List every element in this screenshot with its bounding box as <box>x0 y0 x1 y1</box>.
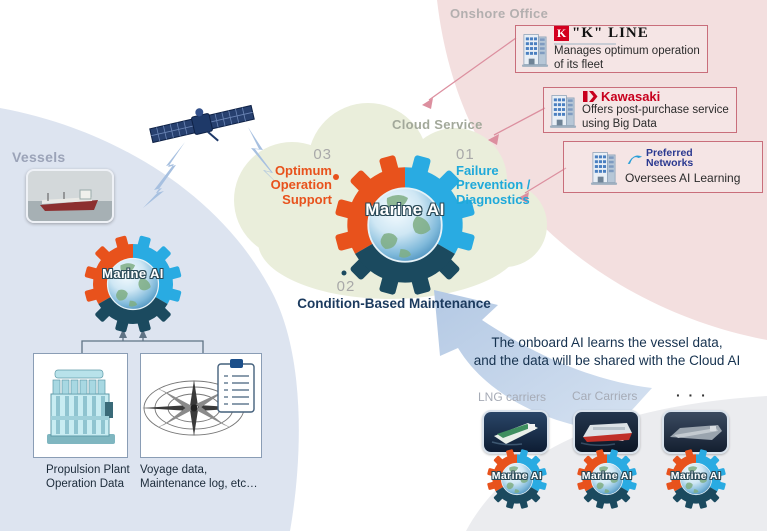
kline-tagline: Manages optimum operation of its fleet <box>554 45 700 71</box>
function-01: 01 Failure Prevention / Diagnostics <box>456 146 548 207</box>
function-01-number: 01 <box>456 146 475 163</box>
fleet-label-lng: LNG carriers <box>478 390 547 404</box>
kawasaki-logo: Kawasaki <box>601 88 661 104</box>
function-03-label: Optimum Operation Support <box>270 162 332 207</box>
other-marine-ai-label: Marine AI <box>670 470 722 482</box>
preferred-networks-tagline: Oversees AI Learning <box>625 170 741 185</box>
upload-arrow <box>434 290 652 432</box>
onshore-office-label: Onshore Office <box>450 6 549 21</box>
office-building-icon <box>521 34 549 68</box>
function-02-label: Condition-Based Maintenance <box>297 296 491 311</box>
fleet-label-more: · · · <box>676 387 708 403</box>
onboard-ai-note: The onboard AI learns the vessel data, a… <box>473 335 741 368</box>
cloud-marine-ai-label: Marine AI <box>365 200 445 219</box>
company-box-preferred-networks: Preferred Networks Oversees AI Learning <box>563 141 763 193</box>
kline-mark: K <box>554 26 569 42</box>
satellite-icon <box>149 104 255 144</box>
preferred-networks-mark <box>627 155 643 165</box>
kawasaki-tagline: Offers post-purchase service using Big D… <box>582 103 729 130</box>
function-03: 03 Optimum Operation Support <box>250 146 332 207</box>
vessel-marine-ai-gear <box>81 232 185 336</box>
onshore-connectors <box>428 37 567 194</box>
function-01-label: Failure Prevention / Diagnostics <box>456 162 531 207</box>
clipboard-icon <box>217 358 255 413</box>
office-building-icon <box>549 95 577 129</box>
car-marine-ai-label: Marine AI <box>581 470 633 482</box>
function-02-number: 02 <box>336 278 356 295</box>
company-box-kawasaki: Kawasaki Offers post-purchase service us… <box>543 87 737 133</box>
car-carrier-thumb <box>573 410 640 454</box>
company-box-kline: K "K" LINE Manages optimum operation of … <box>515 25 708 73</box>
office-building-icon <box>590 152 618 186</box>
other-carrier-thumb <box>662 410 729 454</box>
cloud-service-label: Cloud Service <box>392 117 483 132</box>
engine-icon <box>46 369 115 444</box>
compass-icon <box>142 358 255 436</box>
lightning-right-icon <box>248 127 284 190</box>
propulsion-data-caption: Propulsion Plant Operation Data <box>46 464 130 491</box>
voyage-data-box <box>140 353 262 458</box>
dot-cbm <box>341 270 347 276</box>
kline-logo: "K" LINE <box>572 25 649 42</box>
preferred-networks-logo: Preferred Networks <box>646 146 694 169</box>
lng-carrier-thumb <box>482 410 549 454</box>
vessel-marine-ai-label: Marine AI <box>102 266 164 281</box>
kawasaki-mark <box>583 90 598 102</box>
lng-marine-ai-label: Marine AI <box>491 470 543 482</box>
fleet-label-car: Car Carriers <box>572 389 638 403</box>
function-03-number: 03 <box>313 146 332 163</box>
kline-logo-subline <box>554 43 616 46</box>
vessel-photo <box>26 169 114 223</box>
dot-optimum <box>333 174 339 180</box>
vessels-label: Vessels <box>12 149 66 165</box>
voyage-data-caption: Voyage data, Maintenance log, etc… <box>140 464 258 491</box>
propulsion-data-box <box>33 353 128 458</box>
